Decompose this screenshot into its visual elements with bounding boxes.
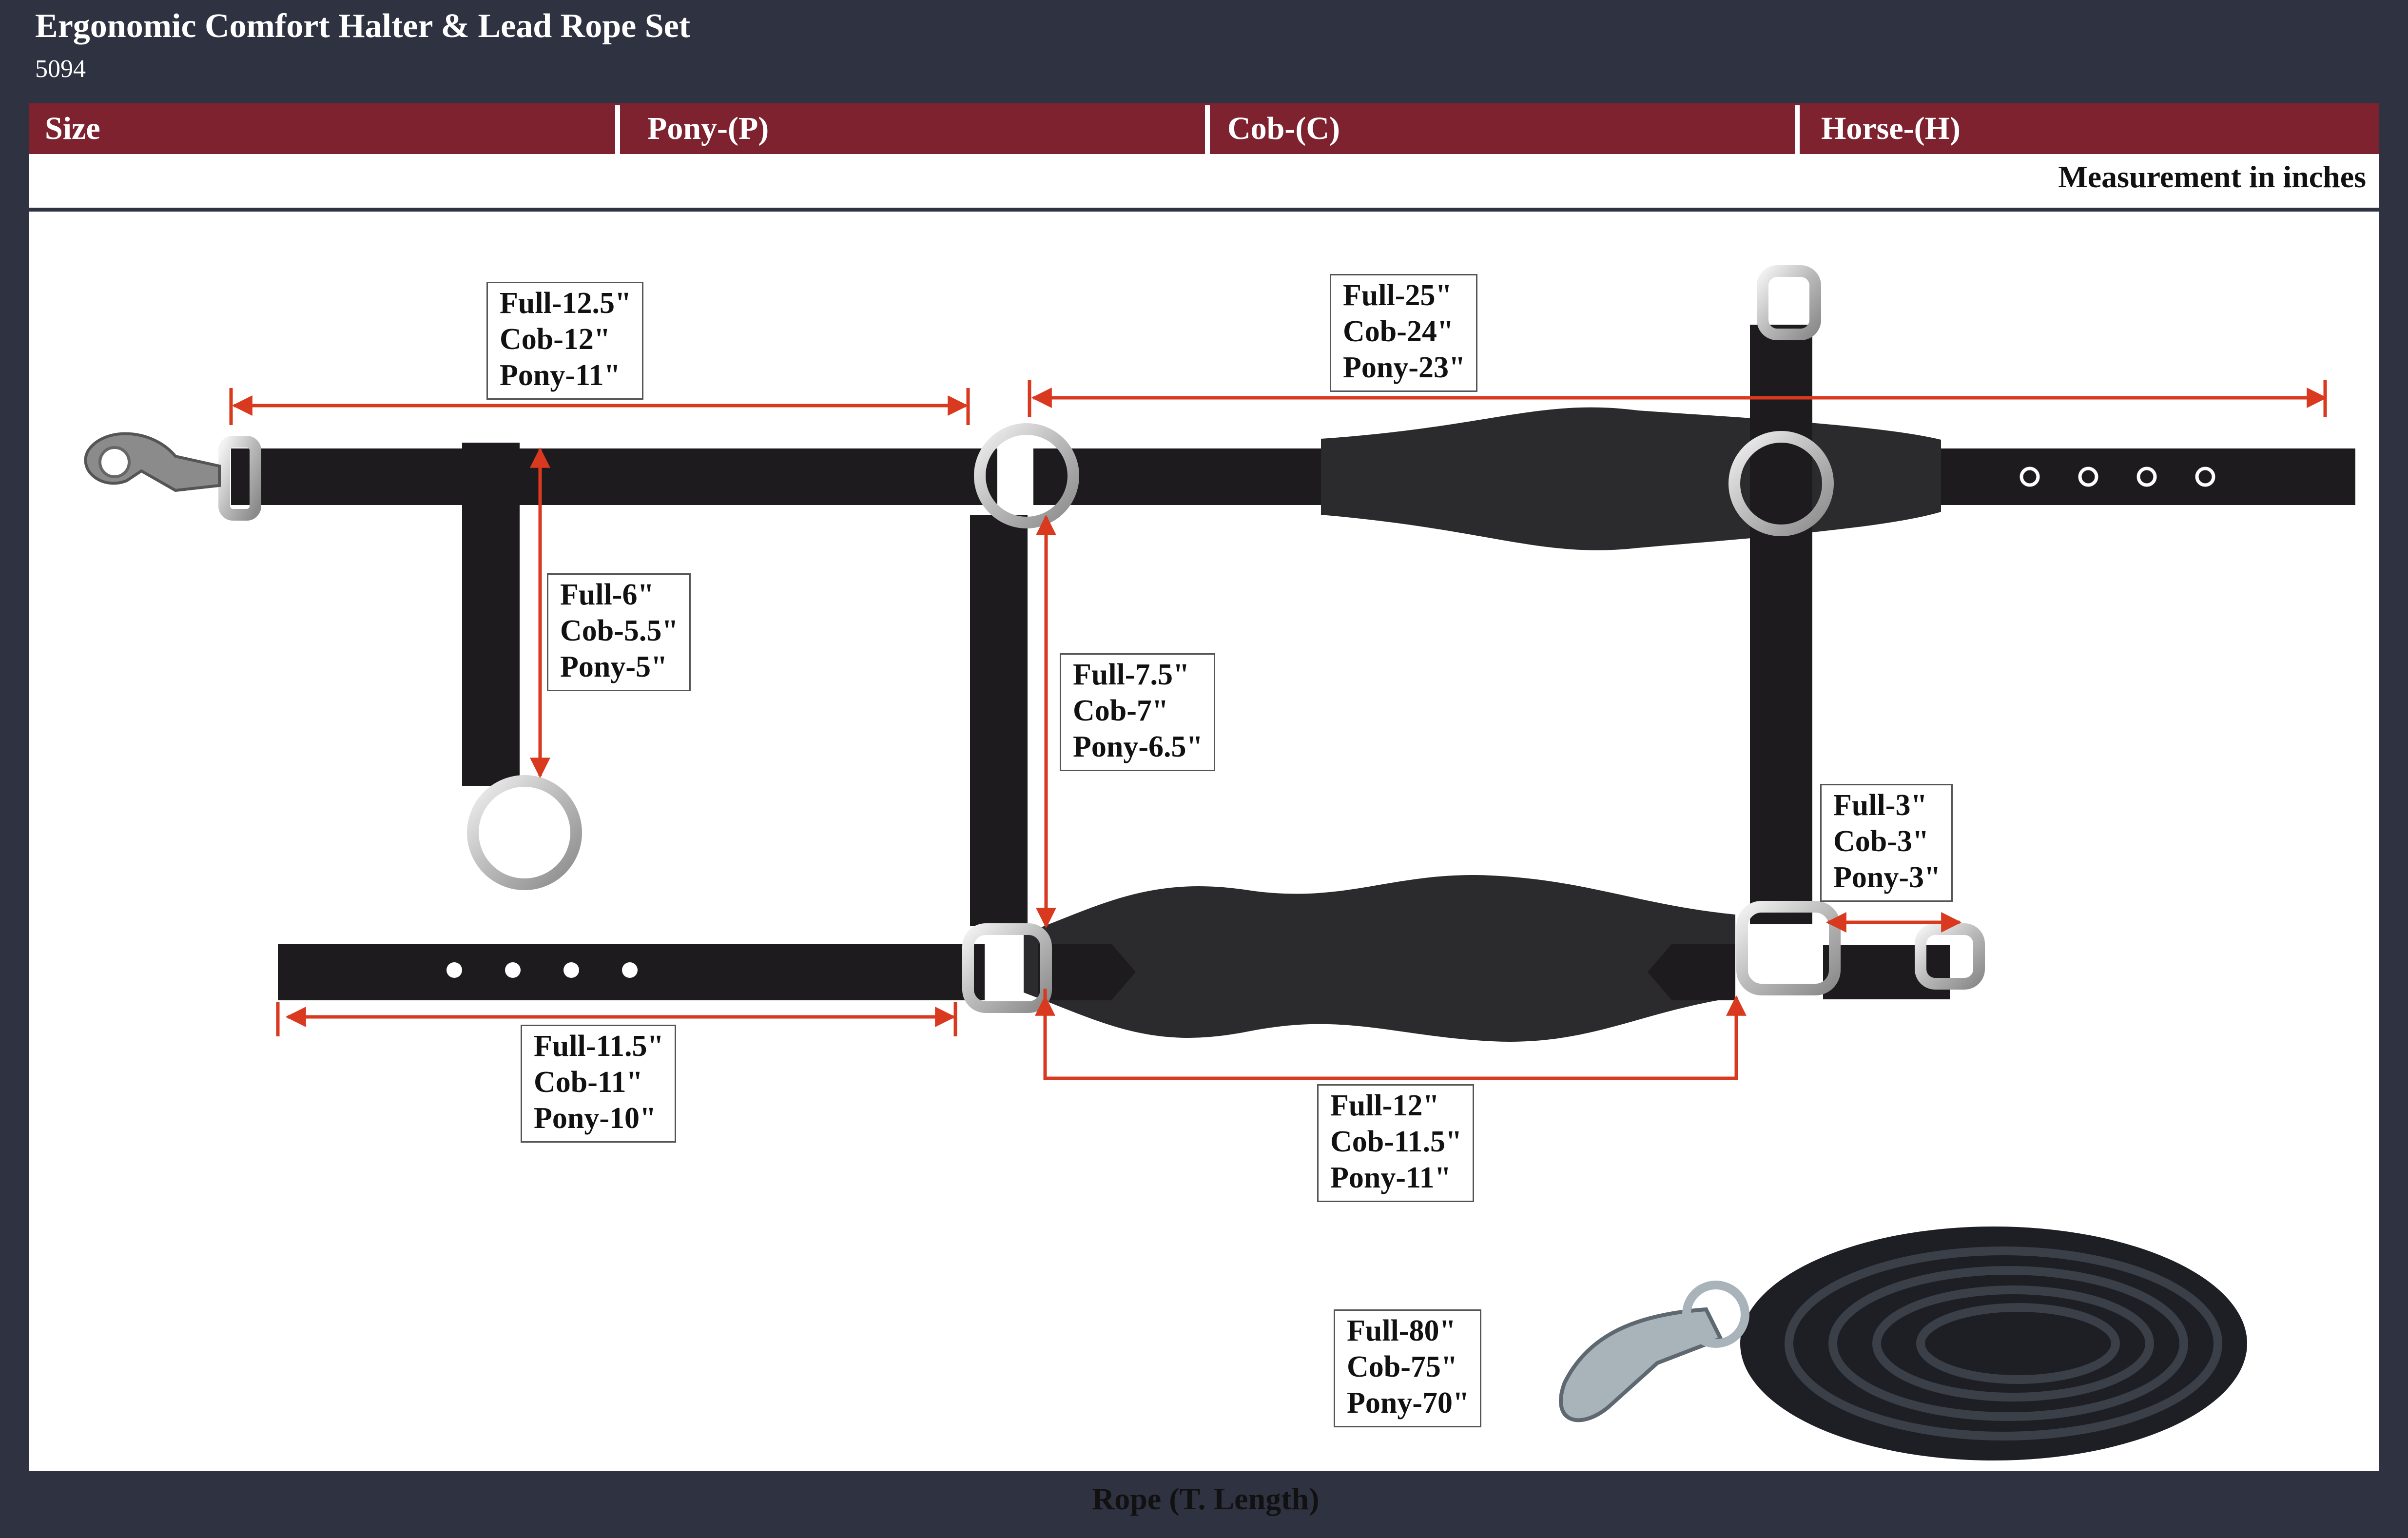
- size-header-bar: Size Pony-(P) Cob-(C) Horse-(H): [29, 103, 2379, 156]
- dimension-pony: Pony-11": [500, 359, 621, 392]
- dimension-full: Full-11.5": [534, 1030, 664, 1063]
- product-title: Ergonomic Comfort Halter & Lead Rope Set: [35, 7, 691, 45]
- size-header-divider: [615, 105, 620, 156]
- dimension-pony: Pony-3": [1833, 861, 1941, 894]
- dimension-cob: Cob-11": [534, 1066, 643, 1099]
- dimension-full: Full-80": [1347, 1314, 1456, 1347]
- panel-divider: [29, 208, 2379, 212]
- dimension-cob: Cob-24": [1343, 315, 1454, 348]
- dimension-full: Full-7.5": [1073, 658, 1190, 691]
- diagram-panel: Measurement in inches: [29, 154, 2379, 1516]
- measurement-note: Measurement in inches: [2058, 159, 2366, 194]
- dimension-pony: Pony-70": [1347, 1386, 1470, 1420]
- dimension-full: Full-25": [1343, 279, 1452, 312]
- cheek-drop-dimensions: Full-7.5" Cob-7" Pony-6.5": [1060, 653, 1215, 771]
- dimension-pony: Pony-23": [1343, 351, 1466, 384]
- top-strap-dimensions: Full-12.5" Cob-12" Pony-11": [486, 282, 644, 400]
- dimension-cob: Cob-12": [500, 323, 611, 356]
- halter-hardware: [218, 265, 1985, 1013]
- halter-diagram: [84, 265, 2355, 1460]
- dimension-pony: Pony-11": [1330, 1161, 1451, 1194]
- size-header-cob: Cob-(C): [1227, 111, 1340, 146]
- size-header-horse: Horse-(H): [1821, 111, 1961, 146]
- dimension-pony: Pony-6.5": [1073, 730, 1203, 763]
- lead-rope-image: [1559, 1227, 2247, 1460]
- halter-snap-hook: [84, 432, 221, 492]
- lower-strap-dimensions: Full-11.5" Cob-11" Pony-10": [521, 1025, 676, 1143]
- dimension-full: Full-12.5": [500, 287, 632, 320]
- halter-straps: [231, 325, 2355, 1042]
- dimension-cob: Cob-7": [1073, 694, 1169, 727]
- rope-length-label: Rope (T. Length): [1092, 1481, 1320, 1516]
- dimension-cob: Cob-75": [1347, 1350, 1458, 1383]
- product-sku: 5094: [35, 55, 86, 83]
- dimension-pony: Pony-10": [534, 1102, 657, 1135]
- dimension-pony: Pony-5": [560, 650, 668, 683]
- size-header-divider: [1795, 105, 1800, 156]
- size-header-label: Size: [45, 111, 100, 146]
- chin-strap-dimensions: Full-3" Cob-3" Pony-3": [1820, 784, 1953, 902]
- noseband-dimensions: Full-12" Cob-11.5" Pony-11": [1317, 1084, 1475, 1202]
- crown-strap-dimensions: Full-25" Cob-24" Pony-23": [1330, 274, 1478, 392]
- dimension-lines: [229, 380, 2328, 1080]
- dimension-cob: Cob-11.5": [1330, 1125, 1462, 1158]
- rope-dimensions: Full-80" Cob-75" Pony-70": [1334, 1309, 1482, 1427]
- dimension-cob: Cob-3": [1833, 825, 1929, 858]
- throat-drop-dimensions: Full-6" Cob-5.5" Pony-5": [547, 573, 691, 691]
- dimension-full: Full-3": [1833, 789, 1927, 822]
- dimension-full: Full-12": [1330, 1089, 1439, 1122]
- size-header-divider: [1205, 105, 1210, 156]
- dimension-full: Full-6": [560, 578, 654, 611]
- dimension-cob: Cob-5.5": [560, 614, 679, 647]
- size-header-pony: Pony-(P): [647, 111, 769, 146]
